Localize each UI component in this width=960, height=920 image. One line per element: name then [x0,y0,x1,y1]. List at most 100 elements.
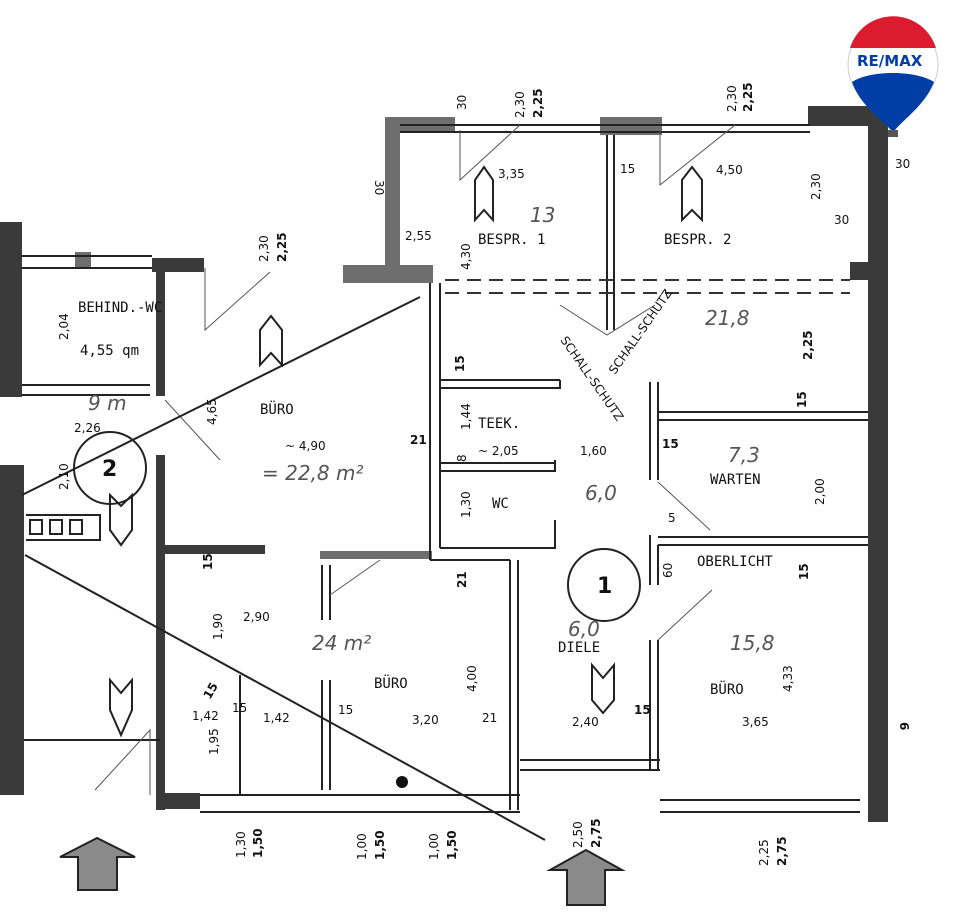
room-bespr1-label: BESPR. 1 [478,232,545,248]
dim: 1,30 [459,491,473,518]
dim: 15 [795,391,809,408]
dim: 2,30 [513,91,527,118]
dim: 2,75 [589,818,603,848]
dim: 1,50 [251,828,265,858]
dim: 2,25 [531,88,545,118]
room-teek-label: TEEK. [478,416,520,432]
corridor-area: 6,0 [585,481,617,505]
room-bespr2-area: 21,8 [705,306,750,330]
dim: 2,00 [813,478,827,505]
dim: 15 [620,162,635,176]
dim: 15 [797,563,811,580]
marker-1: 1 [597,574,612,599]
dim: 1,42 [192,709,219,723]
dim: 4,33 [781,665,795,692]
dim: 2,10 [57,463,71,490]
dim: 1,50 [373,830,387,860]
dim: 2,25 [757,839,771,866]
dim: 15 [338,703,353,717]
door-label-schallschutz: SCHALL-SCHUTZ [558,334,627,424]
dim: 15 [201,553,215,570]
dim: 15 [662,437,679,451]
dim: 2,30 [257,235,271,262]
dim: 1,00 [355,833,369,860]
dim: 1,44 [459,403,473,430]
dim: 1,42 [263,711,290,725]
dim: 1,90 [211,613,225,640]
door-swings [94,124,736,795]
partition-lines [22,124,868,813]
dim: 2,30 [725,85,739,112]
dim: 6 [897,722,911,730]
dim: 15 [634,703,651,717]
dim: 2,55 [405,229,432,243]
dim: 21 [455,571,469,588]
dim: 8 [455,454,469,462]
room-warten-area: 7,3 [728,443,760,467]
room-diele-label: DIELE [558,640,600,656]
room-buero-left-area: = 22,8 m² [262,461,364,485]
room-buero-bottom-label: BÜRO [374,674,408,692]
room-warten-label: WARTEN [710,472,761,488]
stair-area: 9 m [88,391,127,415]
remax-logo-text: RE/MAX [857,52,923,70]
dim: 15 [200,680,220,701]
room-diele-area: 6,0 [568,617,600,641]
dim: 3,65 [742,715,769,729]
room-bespr2-label: BESPR. 2 [664,232,731,248]
dim: 4,65 [205,398,219,425]
dim: 1,30 [234,831,248,858]
room-buero-left-label: BÜRO [260,400,294,418]
dim: 2,50 [571,821,585,848]
oberlicht-label: OBERLICHT [697,554,773,570]
section-line [21,296,421,496]
entrance-arrow-left [59,836,136,891]
marker-circle-1 [567,548,641,622]
dim: 21 [410,433,427,447]
dim: 2,40 [572,715,599,729]
dim: 2,25 [801,330,815,360]
door-label-schallschutz: SCHALL-SCHUTZ [606,287,675,377]
dim: 60 [661,563,675,578]
dim: 4,50 [716,163,743,177]
dim: 2,25 [275,232,289,262]
dim: 2,26 [74,421,101,435]
dim: 2,30 [809,173,823,200]
room-wc-label: WC [492,496,509,512]
room-buero-right-label: BÜRO [710,680,744,698]
dim: ~ 4,90 [285,439,326,453]
dim: 4,00 [465,665,479,692]
dim: 2,04 [57,313,71,340]
dim: 15 [232,701,247,715]
dim: ~ 2,05 [478,444,519,458]
dim: 30 [372,180,386,195]
dim: 30 [834,213,849,227]
dim: 1,60 [580,444,607,458]
dim: 2,75 [775,836,789,866]
walls [0,106,888,822]
room-behind-wc-label: BEHIND.-WC [78,300,162,316]
dim: 2,25 [741,82,755,112]
dim: 4,30 [459,243,473,270]
dim: 30 [895,157,910,171]
dim: 3,20 [412,713,439,727]
marker-circle-2 [73,431,147,505]
dim: 1,00 [427,833,441,860]
direction-arrows [109,165,703,738]
marker-2: 2 [102,457,117,482]
dim: 21 [482,711,497,725]
dot [396,776,408,788]
dim: 15 [453,355,467,372]
dim: 30 [455,95,469,110]
room-buero-right-area: 15,8 [730,631,775,655]
room-buero-bottom-area: 24 m² [312,631,371,655]
dim: 5 [668,511,676,525]
dim: 3,35 [498,167,525,181]
dim: 2,90 [243,610,270,624]
dimension-labels: 30 2,30 2,25 2,30 2,25 2,30 2,25 3,35 4,… [57,82,911,866]
room-bespr1-area: 13 [530,203,555,227]
entrance-arrow-right [546,848,626,906]
dim: 1,50 [445,830,459,860]
remax-logo [847,16,939,137]
